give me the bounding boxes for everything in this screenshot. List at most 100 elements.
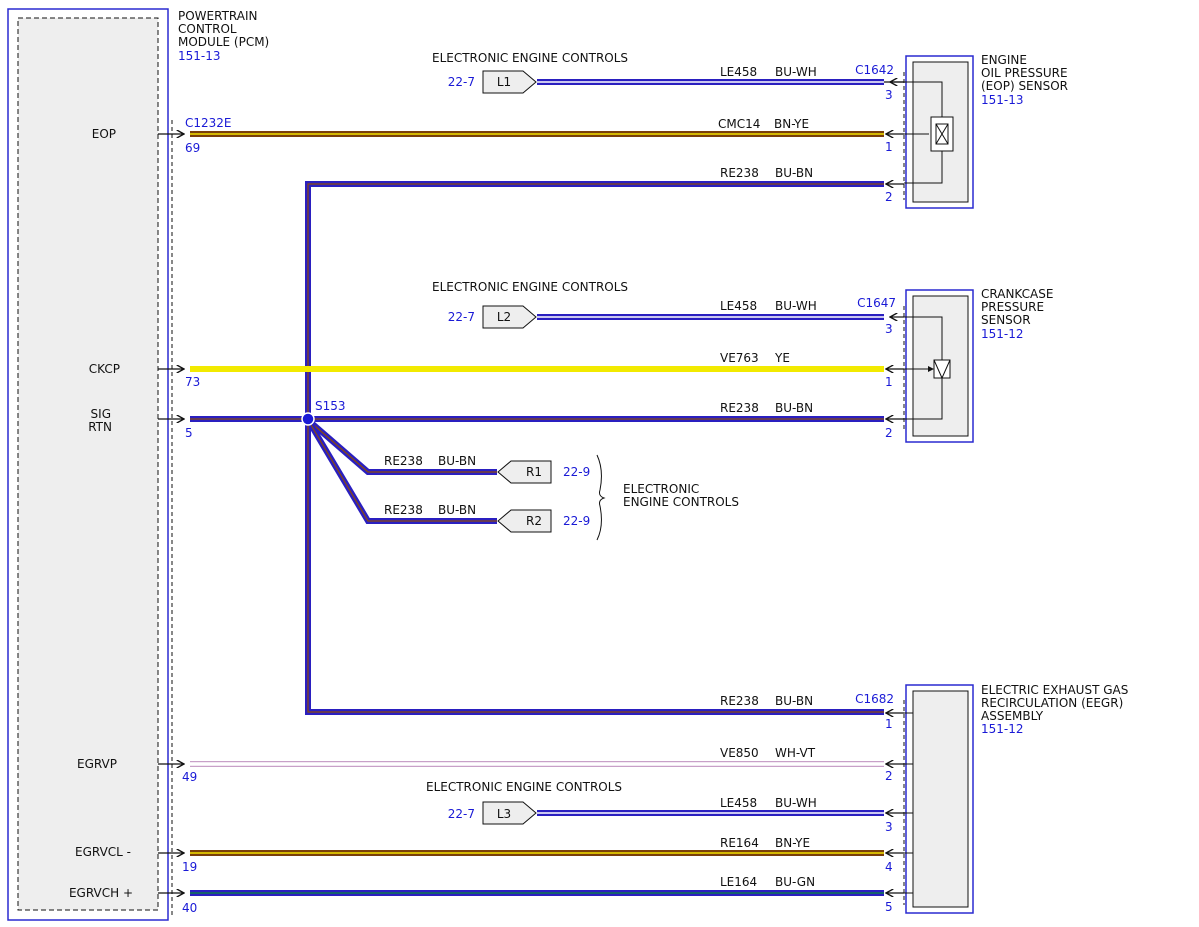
label-w-eegr-l3-circuit: LE458 — [720, 796, 757, 810]
ckcp-pin-2: 2 — [885, 426, 893, 440]
pcm-title-3: MODULE (PCM) — [178, 35, 269, 49]
pin-label-egrvcl: EGRVCL - — [75, 845, 131, 859]
ref-l2-page[interactable]: 22-7 — [448, 310, 475, 324]
pcm-ref[interactable]: 151-13 — [178, 49, 221, 63]
pcm-pin-19: 19 — [182, 860, 197, 874]
eop-pin-2: 2 — [885, 190, 893, 204]
eegr-title-1: ELECTRIC EXHAUST GAS — [981, 683, 1128, 697]
ckcp-title-3: SENSOR — [981, 313, 1031, 327]
eegr-ref[interactable]: 151-12 — [981, 722, 1024, 736]
eegr-pin-4: 4 — [885, 860, 893, 874]
pcm-pin-49: 49 — [182, 770, 197, 784]
ref-l1-label: L1 — [497, 75, 511, 89]
eop-pin-3: 3 — [885, 88, 893, 102]
pcm-pin-stubs — [158, 134, 184, 893]
label-w-eop-circuit: CMC14 — [718, 117, 760, 131]
ref-l2-label: L2 — [497, 310, 511, 324]
ref-l3-tag[interactable]: L3 — [482, 801, 537, 825]
eop-sensor[interactable] — [903, 55, 974, 209]
label-w-egrvp-color: WH-VT — [775, 746, 816, 760]
eegr-pin-1: 1 — [885, 717, 893, 731]
pcm-pin-69: 69 — [185, 141, 200, 155]
ref-r1-label: R1 — [526, 465, 542, 479]
pin-label-sig: SIG — [91, 407, 111, 421]
ref-r1-tag[interactable]: R1 — [497, 460, 552, 484]
ref-l2-section: ELECTRONIC ENGINE CONTROLS — [432, 280, 628, 294]
label-w-eop-l1-circuit: LE458 — [720, 65, 757, 79]
ref-l1-tag[interactable]: L1 — [482, 70, 537, 94]
label-w-eegr-rtn-color: BU-BN — [775, 694, 813, 708]
component-pin-stubs — [886, 82, 904, 893]
ckcp-title-1: CRANKCASE — [981, 287, 1053, 301]
brace-icon — [596, 454, 606, 541]
ref-r-group-1: ELECTRONIC — [623, 482, 699, 496]
pcm-pin-5: 5 — [185, 426, 193, 440]
ckcp-title-2: PRESSURE — [981, 300, 1044, 314]
eop-title-3: (EOP) SENSOR — [981, 79, 1068, 93]
ref-l2-tag[interactable]: L2 — [482, 305, 537, 329]
ref-r2-tag[interactable]: R2 — [497, 509, 552, 533]
ref-r1-page[interactable]: 22-9 — [563, 465, 590, 479]
label-w-r2-color: BU-BN — [438, 503, 476, 517]
pin-label-rtn: RTN — [88, 420, 112, 434]
label-w-ckcp-l2-circuit: LE458 — [720, 299, 757, 313]
eegr-title-2: RECIRCULATION (EEGR) — [981, 696, 1123, 710]
ref-l3-page[interactable]: 22-7 — [448, 807, 475, 821]
eegr-title-3: ASSEMBLY — [981, 709, 1044, 723]
label-w-egrvcl-color: BN-YE — [775, 836, 810, 850]
splice-s153-icon[interactable] — [301, 412, 315, 426]
pin-label-ckcp: CKCP — [89, 362, 120, 376]
label-w-egrvcl-circuit: RE164 — [720, 836, 759, 850]
ref-r-group-2: ENGINE CONTROLS — [623, 495, 739, 509]
ref-r2-page[interactable]: 22-9 — [563, 514, 590, 528]
label-w-egrvch-color: BU-GN — [775, 875, 815, 889]
pin-label-egrvch: EGRVCH + — [69, 886, 133, 900]
eegr-pin-2: 2 — [885, 769, 893, 783]
label-w-ckcp-rtn-circuit: RE238 — [720, 401, 759, 415]
label-w-ckcp-rtn-color: BU-BN — [775, 401, 813, 415]
label-w-eop-rtn-color: BU-BN — [775, 166, 813, 180]
label-w-eop-rtn-circuit: RE238 — [720, 166, 759, 180]
ref-l1-page[interactable]: 22-7 — [448, 75, 475, 89]
wire-re238-r2[interactable] — [305, 418, 497, 524]
label-w-ckcp-circuit: VE763 — [720, 351, 759, 365]
crankcase-pressure-sensor[interactable] — [903, 289, 974, 443]
label-w-r1-circuit: RE238 — [384, 454, 423, 468]
pcm-pin-73: 73 — [185, 375, 200, 389]
label-w-eop-l1-color: BU-WH — [775, 65, 817, 79]
pcm-title-2: CONTROL — [178, 22, 237, 36]
label-w-egrvp-circuit: VE850 — [720, 746, 759, 760]
pcm-module[interactable] — [7, 8, 173, 921]
label-w-r2-circuit: RE238 — [384, 503, 423, 517]
eop-connector-id[interactable]: C1642 — [855, 63, 894, 77]
pcm-connector-id[interactable]: C1232E — [185, 116, 232, 130]
eop-title-1: ENGINE — [981, 53, 1027, 67]
label-w-egrvch-circuit: LE164 — [720, 875, 757, 889]
eop-ref[interactable]: 151-13 — [981, 93, 1024, 107]
pcm-title-1: POWERTRAIN — [178, 9, 258, 23]
eegr-pin-5: 5 — [885, 900, 893, 914]
pcm-pin-40: 40 — [182, 901, 197, 915]
eop-title-2: OIL PRESSURE — [981, 66, 1068, 80]
ckcp-connector-id[interactable]: C1647 — [857, 296, 896, 310]
eegr-assembly[interactable] — [903, 684, 974, 914]
ckcp-ref[interactable]: 151-12 — [981, 327, 1024, 341]
ref-l1-section: ELECTRONIC ENGINE CONTROLS — [432, 51, 628, 65]
ref-r2-label: R2 — [526, 514, 542, 528]
ckcp-pin-3: 3 — [885, 322, 893, 336]
wire-re238-eegr[interactable] — [305, 420, 884, 715]
label-w-eegr-l3-color: BU-WH — [775, 796, 817, 810]
label-w-ckcp-color: YE — [774, 351, 790, 365]
label-w-r1-color: BU-BN — [438, 454, 476, 468]
pressure-transducer-icon — [933, 359, 951, 379]
ref-l3-section: ELECTRONIC ENGINE CONTROLS — [426, 780, 622, 794]
eegr-connector-id[interactable]: C1682 — [855, 692, 894, 706]
wire-re238-r1[interactable] — [306, 417, 497, 475]
ref-l3-label: L3 — [497, 807, 511, 821]
label-w-eop-color: BN-YE — [774, 117, 809, 131]
splice-label[interactable]: S153 — [315, 399, 346, 413]
pin-label-egrvp: EGRVP — [77, 757, 117, 771]
eegr-pin-3: 3 — [885, 820, 893, 834]
pin-label-eop: EOP — [92, 127, 116, 141]
